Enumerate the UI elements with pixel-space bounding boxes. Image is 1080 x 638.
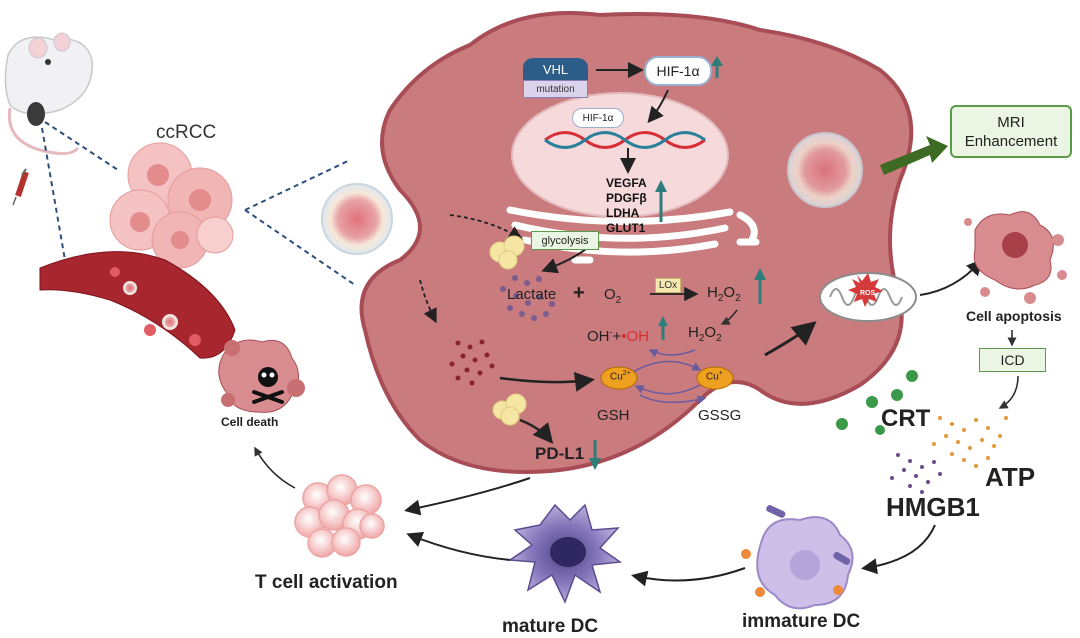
mouse-illustration	[4, 32, 93, 206]
icd-to-damps-arrow	[998, 375, 1019, 409]
mitochondrion	[819, 272, 917, 322]
fenton-cycle	[632, 349, 707, 405]
gsh-label: GSH	[597, 407, 630, 424]
nanoparticle-mri	[787, 132, 863, 208]
cu1-label: Cu+	[706, 370, 723, 383]
hif-to-dna-arrow	[647, 89, 669, 124]
mouse-vessel-connector	[41, 127, 66, 261]
crt-label: CRT	[881, 405, 931, 432]
blood-vessel	[39, 251, 236, 359]
h2o2-down-arrow	[720, 309, 738, 325]
copper-dots	[449, 339, 495, 386]
t-cell-activation-label: T cell activation	[255, 572, 398, 593]
nanoparticle-outside	[321, 183, 393, 255]
cu2-oval	[600, 366, 638, 390]
dna-helix	[544, 131, 706, 149]
glycolysis-box: glycolysis	[531, 231, 599, 250]
tumor-cluster	[109, 142, 234, 269]
mature-dc-cell	[507, 503, 623, 604]
hmgb1-dots	[890, 453, 942, 494]
particles-to-pdl1-arrow	[519, 418, 554, 444]
atp-dots	[932, 416, 1008, 468]
o2-label: O2	[604, 286, 622, 306]
ccrcc-label: ccRCC	[156, 122, 217, 143]
enhancement-label: Enhancement	[964, 132, 1058, 150]
gene-pdgfb: PDGFβ	[606, 191, 647, 205]
dead-cell	[218, 339, 305, 413]
lox-box: LOx	[655, 278, 681, 293]
hydroxyl-label: OH-+•OH	[587, 327, 650, 345]
gssg-label: GSSG	[698, 407, 742, 424]
icd-box: ICD	[979, 348, 1046, 372]
h2o2-top-label: H2O2	[707, 284, 741, 304]
mito-to-apoptosis-arrow	[919, 259, 983, 296]
crt-dots	[836, 370, 918, 435]
pdl1-label: PD-L1	[535, 444, 585, 463]
gene-glut1: GLUT1	[606, 221, 646, 235]
damps-to-dc-arrow	[861, 524, 936, 575]
gene-ldha: LDHA	[606, 206, 640, 220]
immature-to-mature-arrow	[631, 567, 746, 587]
ros-label: ROS	[860, 290, 876, 297]
tcell-to-death-arrow	[254, 446, 296, 489]
immature-dc-cell	[741, 505, 854, 610]
hif-1a-dna-box: HIF-1α	[572, 108, 624, 128]
cu2-label: Cu2+	[610, 370, 631, 383]
immature-dc-label: immature DC	[742, 611, 861, 632]
cell-death-label: Cell death	[221, 415, 279, 429]
mri-label: MRI	[997, 113, 1025, 131]
pdl1-to-tcell-arrow	[404, 477, 531, 516]
cu1-oval	[696, 366, 734, 390]
t-cell-cluster	[294, 474, 385, 558]
mature-dc-label: mature DC	[502, 616, 599, 637]
cell-apoptosis-label: Cell apoptosis	[966, 308, 1062, 324]
gene-vegfa: VEGFA	[606, 176, 647, 190]
cell-connector-bottom	[244, 209, 356, 286]
mri-arrow	[880, 136, 948, 175]
genes-list: VEGFA PDGFβ LDHA GLUT1	[606, 176, 647, 236]
mouse-connector-line	[44, 121, 119, 171]
hif-1a-box: HIF-1α	[644, 56, 712, 86]
cell-connector-top	[244, 159, 351, 211]
lactate-label: Lactate	[507, 286, 557, 303]
dc-to-tcell-arrow	[406, 532, 511, 561]
mri-enhancement-box: MRI Enhancement	[950, 105, 1072, 158]
uptake-arrow-2	[419, 279, 437, 324]
mutation-box: mutation	[523, 80, 588, 98]
lactate-dots	[500, 275, 555, 321]
degraded-particles	[489, 235, 527, 426]
vhl-box: VHL	[523, 58, 588, 80]
cell-to-mito-arrow	[764, 321, 817, 357]
plus-sign: +	[573, 282, 585, 304]
uptake-arrow-1	[449, 214, 524, 240]
h2o2-bottom-label: H2O2	[688, 324, 722, 344]
hmgb1-label: HMGB1	[886, 492, 980, 522]
copper-to-cu-arrow	[499, 371, 595, 392]
nucleus	[511, 92, 729, 218]
regulation-arrows	[589, 56, 766, 470]
apoptotic-cell	[964, 211, 1067, 304]
tumor-cell-body	[359, 11, 914, 474]
atp-label: ATP	[985, 462, 1036, 492]
